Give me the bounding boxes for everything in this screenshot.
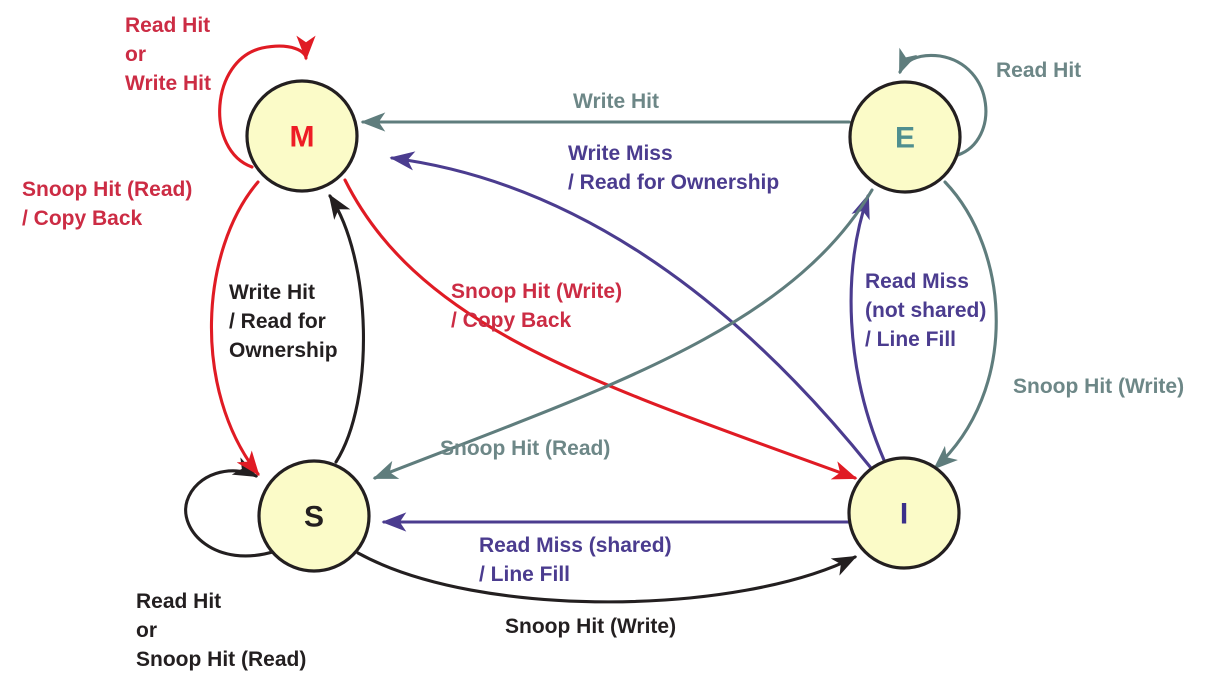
label-line: / Copy Back xyxy=(451,309,572,332)
label-line: Snoop Hit (Read) xyxy=(136,648,306,671)
state-circle-i xyxy=(847,456,961,570)
label-line: Read Miss (shared) xyxy=(479,534,672,557)
edge-s-self-loop xyxy=(184,457,278,558)
edge-label-e-to-i: Snoop Hit (Write) xyxy=(1013,375,1184,398)
edge-e-to-i xyxy=(933,180,998,470)
edge-label-i-to-m: Write Miss / Read for Ownership xyxy=(568,142,779,194)
label-line: or xyxy=(125,43,146,66)
edge-label-m-self-loop: Read Hit or Write Hit xyxy=(125,14,211,95)
state-node-i[interactable]: I xyxy=(847,456,961,570)
label-line: or xyxy=(136,619,157,642)
state-circle-e xyxy=(848,80,962,194)
label-line: Snoop Hit (Write) xyxy=(505,615,676,638)
label-line: Ownership xyxy=(229,339,338,362)
edge-m-to-s xyxy=(209,180,260,476)
state-node-s[interactable]: S xyxy=(257,459,371,573)
state-label-e: E xyxy=(895,122,915,155)
state-label-m: M xyxy=(290,121,315,154)
state-circle-m xyxy=(245,79,359,193)
label-line: Write Hit xyxy=(125,72,211,95)
state-label-s: S xyxy=(304,501,324,534)
edge-label-s-self-loop: Read Hit or Snoop Hit (Read) xyxy=(136,590,306,671)
label-line: Snoop Hit (Read) xyxy=(22,178,192,201)
edge-label-s-to-m: Write Hit / Read for Ownership xyxy=(229,281,338,362)
edge-label-e-to-m: Write Hit xyxy=(573,90,659,113)
edge-e-self-loop xyxy=(898,47,988,157)
edge-label-i-to-e: Read Miss (not shared) / Line Fill xyxy=(865,270,986,351)
label-line: / Line Fill xyxy=(479,563,570,586)
edge-label-i-to-s: Read Miss (shared) / Line Fill xyxy=(479,534,672,586)
edge-i-to-m xyxy=(389,151,873,470)
edge-m-self-loop xyxy=(218,35,316,169)
label-line: / Read for Ownership xyxy=(568,171,779,194)
edge-label-m-to-s: Snoop Hit (Read) / Copy Back xyxy=(22,178,192,230)
edge-s-to-i xyxy=(356,551,858,604)
edge-i-to-e xyxy=(849,193,886,462)
edge-m-to-i xyxy=(343,178,858,480)
label-line: Read Miss xyxy=(865,270,969,293)
edge-e-to-s xyxy=(372,188,874,480)
label-line: / Read for xyxy=(229,310,326,333)
label-line: Snoop Hit (Read) xyxy=(440,437,610,460)
label-line: Snoop Hit (Write) xyxy=(1013,375,1184,398)
edge-label-m-to-i: Snoop Hit (Write) / Copy Back xyxy=(451,280,622,332)
label-line: Snoop Hit (Write) xyxy=(451,280,622,303)
state-circle-s xyxy=(257,459,371,573)
state-label-i: I xyxy=(900,498,908,531)
label-line: (not shared) xyxy=(865,299,986,322)
edge-label-e-to-s: Snoop Hit (Read) xyxy=(440,437,610,460)
state-node-e[interactable]: E xyxy=(848,80,962,194)
label-line: / Copy Back xyxy=(22,207,143,230)
label-line: Read Hit xyxy=(136,590,221,613)
state-node-m[interactable]: M xyxy=(245,79,359,193)
label-line: Read Hit xyxy=(996,59,1081,82)
edge-label-s-to-i: Snoop Hit (Write) xyxy=(505,615,676,638)
edge-label-e-self-loop: Read Hit xyxy=(996,59,1081,82)
label-line: Write Hit xyxy=(573,90,659,113)
label-line: Write Hit xyxy=(229,281,315,304)
label-line: Read Hit xyxy=(125,14,210,37)
label-line: Write Miss xyxy=(568,142,673,165)
edge-s-to-m xyxy=(328,193,365,464)
label-line: / Line Fill xyxy=(865,328,956,351)
